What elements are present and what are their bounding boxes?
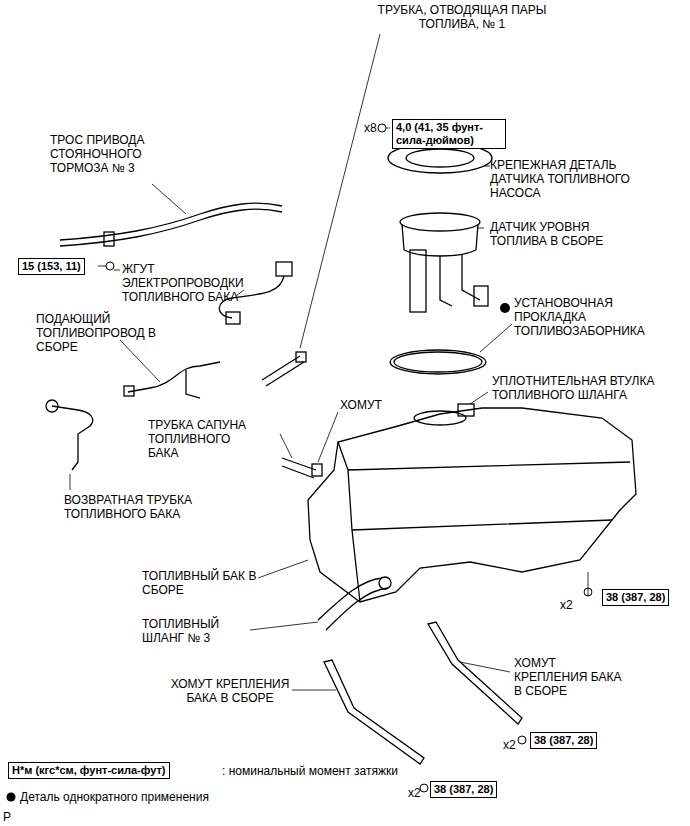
leader <box>460 662 510 672</box>
leader <box>484 166 490 167</box>
torque-value: 38 (387, 28) <box>606 591 665 604</box>
return-pipe <box>52 406 93 470</box>
pipe-end <box>296 352 306 362</box>
tank-strap <box>324 660 424 764</box>
legend-text: : номинальный момент затяжки <box>222 764 398 778</box>
part-label: ХОМУТ КРЕПЛЕНИЯ БАКА В СБОРЕ <box>160 677 300 705</box>
bolt <box>420 784 428 792</box>
torque-value: 15 (153, 11) <box>22 260 81 273</box>
leader <box>480 324 512 352</box>
leader <box>98 266 106 267</box>
part-label: ТОПЛИВНЫЙ БАК В СБОРЕ <box>142 569 258 597</box>
hose-clamp <box>312 464 322 476</box>
pipe-end <box>124 386 134 396</box>
leader <box>258 560 308 578</box>
part-label: ТРУБКА, ОТВОДЯЩАЯ ПАРЫ ТОПЛИВА, № 1 <box>372 3 552 31</box>
legend-text: Деталь однократного применения <box>20 790 209 804</box>
leader <box>300 34 380 348</box>
leader <box>114 270 120 271</box>
bolt <box>106 262 114 270</box>
torque-box: 38 (387, 28) <box>530 732 597 749</box>
part-outlines <box>46 143 636 764</box>
leader <box>152 184 186 214</box>
gauge-pump <box>410 250 426 312</box>
leader <box>70 474 71 490</box>
leader <box>292 690 336 691</box>
torque-value: 38 (387, 28) <box>534 734 593 747</box>
quantity-label: x2 <box>408 786 421 800</box>
bracket-ring <box>406 149 474 167</box>
part-label: ТРУБКА САПУНА ТОПЛИВНОГО БАКА <box>148 418 258 460</box>
part-label: ПОДАЮЩИЙ ТОПЛИВОПРОВОД В СБОРЕ <box>36 312 176 354</box>
part-label: ХОМУТ <box>340 398 382 412</box>
part-label: ДАТЧИК УРОВНЯ ТОПЛИВА В СБОРЕ <box>490 220 630 248</box>
part-label: КРЕПЕЖНАЯ ДЕТАЛЬ ДАТЧИКА ТОПЛИВНОГО НАСО… <box>490 158 660 200</box>
feed-pipe <box>128 362 220 398</box>
fuel-tank <box>308 408 636 602</box>
hose-end <box>379 577 391 589</box>
leader <box>250 622 318 630</box>
legend-dot <box>7 793 16 802</box>
figure-code: P <box>3 810 11 824</box>
leader <box>588 572 589 596</box>
bolt <box>378 124 386 132</box>
part-label: УПЛОТНИТЕЛЬНАЯ ВТУЛКА ТОПЛИВНОГО ШЛАНГА <box>492 374 662 402</box>
leader <box>470 392 488 404</box>
leader <box>120 340 160 382</box>
leader <box>386 128 390 129</box>
connector <box>226 312 240 324</box>
quantity-label: x2 <box>560 598 573 612</box>
tank-strap <box>428 622 522 724</box>
brake-cable <box>60 209 282 246</box>
quantity-label: x2 <box>503 738 516 752</box>
part-label: ЖГУТ ЭЛЕКТРОПРОВОДКИ ТОПЛИВНОГО БАКА <box>122 262 272 304</box>
leader <box>280 434 292 458</box>
part-label: ТРОС ПРИВОДА СТОЯНОЧНОГО ТОРМОЗА № 3 <box>50 133 146 175</box>
torque-value: Н*м (кгс*см, фунт-сила-фут) <box>12 764 166 777</box>
torque-box: 38 (387, 28) <box>430 781 497 798</box>
vapor-pipe <box>262 356 304 386</box>
gauge-flange <box>400 213 480 231</box>
part-label: ХОМУТ КРЕПЛЕНИЯ БАКА В СБОРЕ <box>514 656 624 698</box>
part-label: ТОПЛИВНЫЙ ШЛАНГ № 3 <box>142 617 250 645</box>
leader <box>318 412 338 462</box>
quantity-label: x8 <box>364 121 377 135</box>
pipe-end <box>46 400 58 412</box>
gasket <box>390 350 486 374</box>
part-label: ВОЗВРАТНАЯ ТРУБКА ТОПЛИВНОГО БАКА <box>64 493 214 521</box>
tank-edges <box>338 442 630 602</box>
connector <box>276 262 292 276</box>
gasket <box>394 352 482 372</box>
fuel-hose <box>318 578 388 630</box>
gauge-float <box>474 286 488 306</box>
brake-cable <box>60 203 282 240</box>
single-use-dot <box>500 303 510 313</box>
cable-clamp <box>104 232 114 246</box>
breather-tube <box>282 458 316 478</box>
torque-value: 4,0 (41, 35 фунт-сила-дюймов) <box>396 121 502 147</box>
tank-opening <box>414 411 466 425</box>
part-label: УСТАНОВОЧНАЯ ПРОКЛАДКА ТОПЛИВОЗАБОРНИКА <box>514 296 664 338</box>
legend-torque-box: Н*м (кгс*см, фунт-сила-фут) <box>8 762 170 779</box>
torque-value: 38 (387, 28) <box>434 783 493 796</box>
leader <box>478 228 484 229</box>
torque-box: 38 (387, 28) <box>602 589 669 606</box>
torque-box: 4,0 (41, 35 фунт-сила-дюймов) <box>392 119 506 149</box>
gauge-body <box>402 224 478 256</box>
bolt <box>518 736 526 744</box>
leader-lines <box>70 34 588 690</box>
torque-box: 15 (153, 11) <box>18 258 85 275</box>
